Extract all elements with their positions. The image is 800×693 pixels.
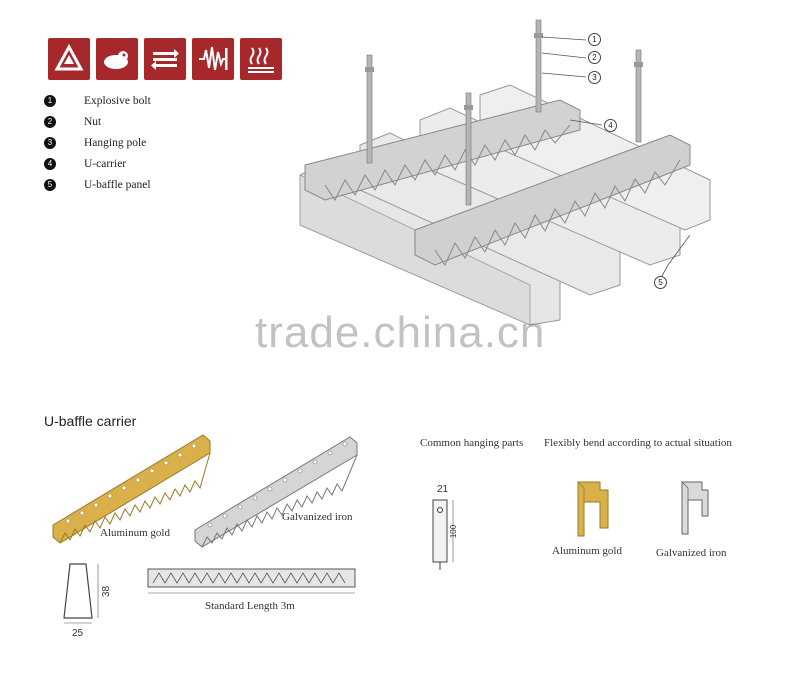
hanging-height-dim: 100	[449, 524, 459, 539]
legend-item: 5 U-baffle panel	[44, 174, 151, 195]
gold-hanger-bent	[577, 481, 609, 537]
legend-number: 3	[44, 136, 56, 149]
bend-section-title: Flexibly bend according to actual situat…	[544, 437, 732, 449]
profile-height-dim: 38	[101, 585, 113, 598]
legend-label: U-baffle panel	[84, 178, 151, 191]
legend-number: 4	[44, 157, 56, 170]
callout-3: 3	[588, 71, 601, 84]
aluminum-gold-label: Aluminum gold	[100, 527, 170, 539]
vibration-resistance-icon	[192, 38, 234, 80]
recycle-icon	[48, 38, 90, 80]
carrier-side-view	[147, 568, 356, 594]
exchange-arrows-icon	[144, 38, 186, 80]
fireproof-icon	[96, 38, 138, 80]
heat-wave-icon	[240, 38, 282, 80]
iron-hanger-bent	[681, 481, 709, 535]
bend-gold-label: Aluminum gold	[552, 545, 622, 557]
legend-label: Nut	[84, 115, 102, 128]
hanging-poles	[365, 19, 643, 206]
callout-5: 5	[654, 276, 667, 289]
galvanized-iron-label: Galvanized iron	[282, 511, 353, 523]
ceiling-assembly-illustration	[299, 19, 711, 326]
legend-item: 3 Hanging pole	[44, 132, 151, 153]
carrier-section-title: U-baffle carrier	[44, 413, 137, 429]
galvanized-iron-carrier	[194, 436, 358, 548]
hanging-width-dim: 21	[437, 484, 449, 495]
callout-2: 2	[588, 51, 601, 64]
bend-iron-label: Galvanized iron	[656, 547, 727, 559]
legend-number: 1	[44, 94, 56, 107]
legend-number: 2	[44, 115, 56, 128]
legend-label: Hanging pole	[84, 136, 147, 149]
legend-item: 4 U-carrier	[44, 153, 151, 174]
hanging-parts-title: Common hanging parts	[420, 437, 524, 449]
legend-number: 5	[44, 178, 56, 191]
aluminum-gold-carrier	[52, 434, 211, 544]
watermark: trade.china.cn	[255, 308, 546, 357]
legend-label: U-carrier	[84, 157, 127, 170]
parts-legend: 1 Explosive bolt 2 Nut 3 Hanging pole 4 U-ca…	[44, 90, 151, 195]
u-carriers	[304, 99, 691, 267]
legend-item: 2 Nut	[44, 111, 151, 132]
legend-label: Explosive bolt	[84, 94, 151, 107]
hanging-part-drawing	[432, 499, 454, 570]
feature-icon-row	[48, 38, 282, 80]
callout-1: 1	[588, 33, 601, 46]
callout-4: 4	[604, 119, 617, 132]
standard-length-label: Standard Length 3m	[205, 600, 295, 612]
carrier-profile-section	[63, 563, 99, 624]
legend-item: 1 Explosive bolt	[44, 90, 151, 111]
profile-width-dim: 25	[72, 628, 84, 639]
